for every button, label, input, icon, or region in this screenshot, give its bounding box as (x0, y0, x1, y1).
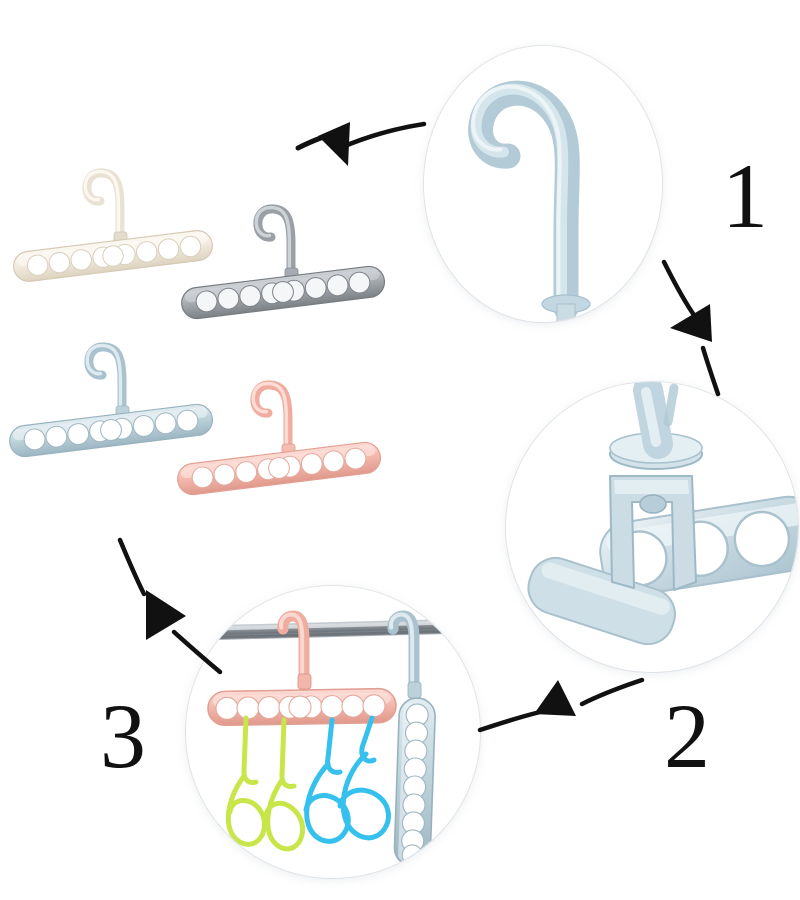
callout3-suspended-hangers (225, 715, 391, 852)
callout3-blue-vertical-hanger (387, 610, 436, 867)
product-swatch-group (0, 140, 420, 520)
callout3-pink-hanger (207, 610, 397, 727)
callout-1-hook-closeup[interactable] (424, 46, 662, 322)
hanger-cream[interactable] (8, 158, 218, 288)
arrow-step3-to-hangers-icon (100, 528, 235, 683)
hanger-pink[interactable] (172, 368, 387, 503)
step-number-2: 2 (664, 685, 710, 787)
callout-2-swivel-joint-closeup[interactable] (506, 382, 798, 672)
callout-2-photo (506, 382, 798, 672)
arrow-step1-to-step2-icon (630, 252, 770, 402)
hanger-blue[interactable] (4, 328, 219, 463)
callout-1-photo (424, 46, 662, 322)
callout-3-photo (186, 586, 480, 878)
arrow-to-hangers-icon (278, 104, 428, 174)
hanger-gray[interactable] (176, 192, 391, 327)
arrow-step2-to-step3-icon (458, 677, 648, 768)
step-number-1: 1 (722, 145, 768, 247)
step-number-3: 3 (100, 685, 146, 787)
callout-3-in-use-closeup[interactable] (186, 586, 480, 878)
